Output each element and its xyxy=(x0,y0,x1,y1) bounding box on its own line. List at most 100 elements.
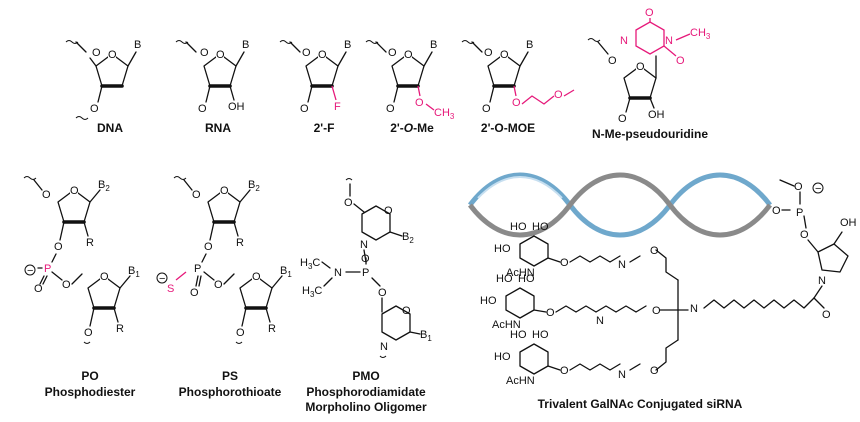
ring-oxygen: O xyxy=(220,185,229,197)
ho-label: HO xyxy=(496,273,513,285)
glycoside-oxygen: O xyxy=(546,307,555,319)
caption-2f: 2'-F xyxy=(314,121,335,135)
atom-o: O xyxy=(386,103,395,115)
ho-label: HO xyxy=(532,329,549,341)
base-label: B xyxy=(430,39,437,51)
atom-o: O xyxy=(42,189,51,201)
negative-charge: − xyxy=(815,183,821,195)
ring-oxygen: O xyxy=(252,271,261,283)
amide-nitrogen: N xyxy=(690,303,698,315)
o-methyl-structure: O O B O O CH3 2'-O-Me xyxy=(365,39,455,135)
n-methyl: CH3 xyxy=(690,27,711,41)
caption-rna: RNA xyxy=(205,121,231,135)
atom-o: O xyxy=(92,47,101,59)
phosphorus: P xyxy=(796,207,803,219)
phosphorus: P xyxy=(44,263,51,275)
galnac-sirna-structure: O P − O O OH N O N O O O HO HO xyxy=(468,172,857,411)
atom-o: O xyxy=(204,241,213,253)
caption-po-name: Phosphodiester xyxy=(45,385,136,399)
ring-nitrogen: N xyxy=(360,239,368,251)
caption-ps-abbr: PS xyxy=(222,369,238,383)
atom-o: O xyxy=(794,181,803,193)
caption-po-abbr: PO xyxy=(81,369,98,383)
ps-structure: O O B2 R O P − S O O O B1 R O PS Phospho… xyxy=(156,176,292,399)
amide-nitrogen: N xyxy=(334,267,342,279)
atom-o: O xyxy=(772,205,781,217)
atom-o: O xyxy=(190,287,199,299)
atom-o: O xyxy=(84,327,93,339)
atom-o: O xyxy=(608,55,617,67)
atom-o: O xyxy=(378,287,387,299)
ho-label: HO xyxy=(494,243,511,255)
phosphoryl-oxygen: O xyxy=(361,253,370,265)
carbonyl-oxygen: O xyxy=(822,309,831,321)
ring-oxygen: O xyxy=(100,271,109,283)
ho-label: HO xyxy=(532,221,549,233)
methyl: CH3 xyxy=(434,107,455,121)
caption-pseudouridine: N-Me-pseudouridine xyxy=(592,127,708,141)
r-group: R xyxy=(86,237,94,249)
caption-pmo-name1: Phosphorodiamidate xyxy=(306,385,426,399)
ether-oxygen: O xyxy=(652,305,661,317)
pmo-structure: O O B2 N P O N H3C H3C O O B1 N PMO Phos… xyxy=(300,178,432,414)
ho-label: HO xyxy=(510,221,527,233)
fluoro-structure: O O B O F 2'-F xyxy=(279,39,351,135)
base-label: B2 xyxy=(248,179,260,193)
pyrrolidine-nitrogen: N xyxy=(818,275,826,287)
carbonyl-oxygen: O xyxy=(676,55,685,67)
amide-nitrogen: N xyxy=(596,315,604,327)
atom-o: O xyxy=(198,103,207,115)
atom-o: O xyxy=(62,279,71,291)
hydroxyl: OH xyxy=(228,101,245,113)
dimethyl-amino-lower: H3C xyxy=(302,285,322,299)
amide-nitrogen: N xyxy=(618,259,626,271)
po-structure: O O B2 R O P − O O O B1 R O PO Phosphodi… xyxy=(23,176,140,399)
ring-oxygen: O xyxy=(500,49,509,61)
fluorine: F xyxy=(334,101,341,113)
ring-oxygen: O xyxy=(70,185,79,197)
dna-structure: O O B O DNA xyxy=(65,39,141,135)
ho-label: HO xyxy=(480,295,497,307)
atom-o: O xyxy=(800,229,809,241)
double-helix xyxy=(468,172,772,238)
phosphorus: P xyxy=(194,263,201,275)
ho-label: HO xyxy=(510,329,527,341)
base-label: B1 xyxy=(280,265,292,279)
galnac-arm-1: HO HO HO AcHN O N xyxy=(494,221,641,279)
ring-oxygen: O xyxy=(404,49,413,61)
caption-pmo-abbr: PMO xyxy=(352,369,379,383)
ho-label: HO xyxy=(494,351,511,363)
ring-oxygen: O xyxy=(636,61,645,73)
acetamido: AcHN xyxy=(506,375,535,387)
rna-structure: O O B O OH RNA xyxy=(175,39,249,135)
hydroxyl: OH xyxy=(840,217,857,229)
caption-2ome: 2'-O-Me xyxy=(390,121,434,135)
glycoside-oxygen: O xyxy=(560,365,569,377)
ring-oxygen: O xyxy=(216,49,225,61)
phosphorus: P xyxy=(362,267,369,279)
base-label: B xyxy=(242,39,249,51)
base-label: B2 xyxy=(402,231,414,245)
carbonyl-oxygen: O xyxy=(645,7,654,19)
pseudouridine-structure: O N N CH3 O O O O OH N-Me-pseudouridine xyxy=(587,7,711,141)
ring-nitrogen: N xyxy=(620,35,628,47)
ho-label: HO xyxy=(518,273,535,285)
base-label: B1 xyxy=(128,265,140,279)
acetamido: AcHN xyxy=(492,319,521,331)
atom-o: O xyxy=(388,47,397,59)
hydroxyl: OH xyxy=(648,109,665,121)
ring-nitrogen: N xyxy=(665,35,673,47)
atom-o: O xyxy=(482,103,491,115)
moe-structure: O O B O O O 2'-O-MOE xyxy=(461,39,575,135)
caption-moe: 2'-O-MOE xyxy=(481,121,535,135)
r-group: R xyxy=(116,323,124,335)
galnac-arm-2: HO HO HO AcHN O N xyxy=(480,273,647,331)
ring-nitrogen: N xyxy=(380,341,388,353)
ether-oxygen: O xyxy=(650,245,659,257)
ring-oxygen: O xyxy=(384,205,393,217)
acetamido: AcHN xyxy=(506,267,535,279)
ring-oxygen: O xyxy=(402,305,411,317)
negative-charge: − xyxy=(159,273,165,285)
atom-o: O xyxy=(618,113,627,125)
r-group: R xyxy=(236,237,244,249)
